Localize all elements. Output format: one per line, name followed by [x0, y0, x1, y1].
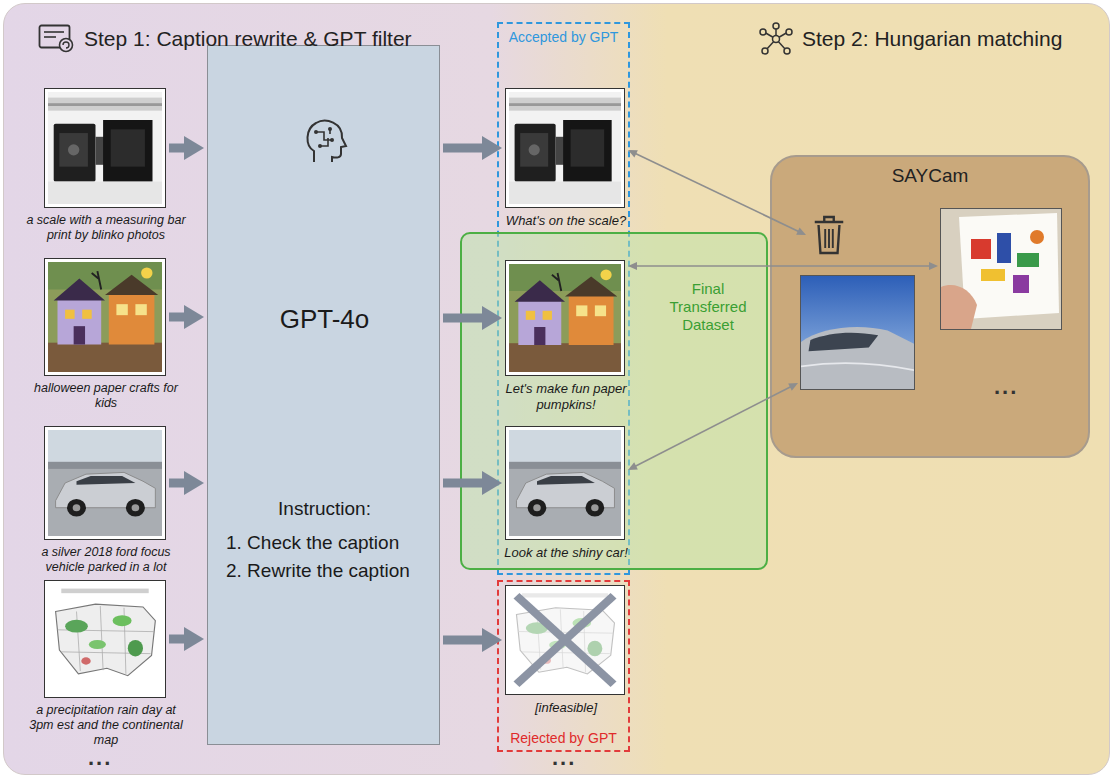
- flow-arrow: [169, 471, 204, 495]
- output-image: Let's make fun paper pumpkins!: [505, 260, 625, 376]
- arrow-head: [184, 627, 204, 651]
- connector-line: [443, 479, 485, 488]
- input-image: a scale with a measuring bar print by bl…: [44, 88, 166, 208]
- arrow-head: [929, 262, 938, 270]
- saycam-frame: [940, 208, 1062, 330]
- caption: halloween paper crafts for kids: [23, 381, 189, 411]
- ellipsis: ...: [88, 745, 112, 771]
- step-heading: Step 2: Hungarian matching: [802, 26, 1062, 51]
- saycam-frame: [800, 275, 915, 390]
- flow-arrow: [169, 136, 204, 160]
- matching-line: [628, 262, 938, 270]
- trash-icon: [810, 212, 848, 256]
- flow-arrow: [443, 471, 502, 495]
- photo: [509, 589, 621, 691]
- arrow-head: [628, 262, 637, 270]
- connector-line: [169, 313, 187, 322]
- brain-icon: [300, 116, 350, 166]
- connector-line: [169, 479, 187, 488]
- photo: [48, 430, 162, 536]
- photo: [48, 92, 162, 204]
- caption: Let's make fun paper pumpkins!: [500, 381, 632, 412]
- model-name: GPT-4o: [208, 304, 441, 335]
- arrow-head: [184, 471, 204, 495]
- connector-line: [635, 153, 799, 231]
- connector-line: [635, 386, 791, 466]
- arrow-head: [628, 150, 638, 157]
- arrow-head: [184, 136, 204, 160]
- flow-arrow: [169, 305, 204, 329]
- caption: What's on the scale?: [500, 213, 632, 229]
- arrow-head: [796, 228, 806, 235]
- arrow-head: [788, 383, 798, 391]
- input-image: a silver 2018 ford focus vehicle parked …: [44, 426, 166, 540]
- matching-line: [628, 150, 806, 235]
- photo: [509, 264, 621, 372]
- caption: [infeasible]: [500, 700, 632, 716]
- ellipsis: ...: [552, 745, 576, 771]
- arrow-head: [482, 471, 502, 495]
- step-heading: Step 1: Caption rewrite & GPT filter: [84, 26, 412, 51]
- arrow-head: [482, 628, 502, 652]
- input-image: halloween paper crafts for kids: [44, 258, 166, 376]
- output-image: [infeasible]: [505, 585, 625, 695]
- dataset-name: SAYCam: [772, 165, 1088, 188]
- connector-line: [443, 144, 485, 153]
- flow-arrow: [443, 306, 502, 330]
- rejected-group: Rejected by GPT [infeasible]: [497, 580, 630, 752]
- photo: [48, 584, 162, 694]
- gpt-box: GPT-4oInstruction: 1. Check the caption 2.…: [207, 45, 440, 745]
- connector-line: [169, 144, 187, 153]
- saycam-box: SAYCam: [770, 155, 1090, 458]
- photo: [509, 430, 621, 536]
- group-label: Final Transferred Dataset: [658, 280, 758, 334]
- photo: [48, 262, 162, 372]
- instruction-step: 1. Check the caption: [226, 532, 434, 555]
- instruction-heading: Instruction:: [208, 498, 441, 521]
- matching-line: [628, 383, 798, 470]
- group-label: Accepted by GPT: [499, 29, 628, 46]
- group-label: Rejected by GPT: [499, 730, 628, 747]
- arrow-head: [184, 305, 204, 329]
- caption: a scale with a measuring bar print by bl…: [23, 213, 189, 243]
- connector-line: [443, 636, 485, 645]
- output-image: Look at the shiny car!: [505, 426, 625, 540]
- caption: a precipitation rain day at 3pm est and …: [23, 703, 189, 748]
- caption: Look at the shiny car!: [500, 545, 632, 561]
- connector-line: [169, 635, 187, 644]
- input-image: a precipitation rain day at 3pm est and …: [44, 580, 166, 698]
- connector-line: [636, 265, 931, 267]
- ellipsis: ...: [994, 374, 1018, 400]
- photo: [509, 92, 621, 204]
- connector-line: [443, 314, 485, 323]
- rewrite-icon: [38, 24, 76, 54]
- dataset-group: Final Transferred DatasetLet's make fun …: [460, 232, 768, 570]
- flow-arrow: [443, 136, 502, 160]
- network-icon: [758, 22, 794, 56]
- flow-arrow: [443, 628, 502, 652]
- arrow-head: [482, 306, 502, 330]
- arrow-head: [628, 462, 638, 470]
- arrow-head: [482, 136, 502, 160]
- instruction-step: 2. Rewrite the caption: [226, 560, 434, 583]
- caption: a silver 2018 ford focus vehicle parked …: [23, 545, 189, 575]
- output-image: What's on the scale?: [505, 88, 625, 208]
- flow-arrow: [169, 627, 204, 651]
